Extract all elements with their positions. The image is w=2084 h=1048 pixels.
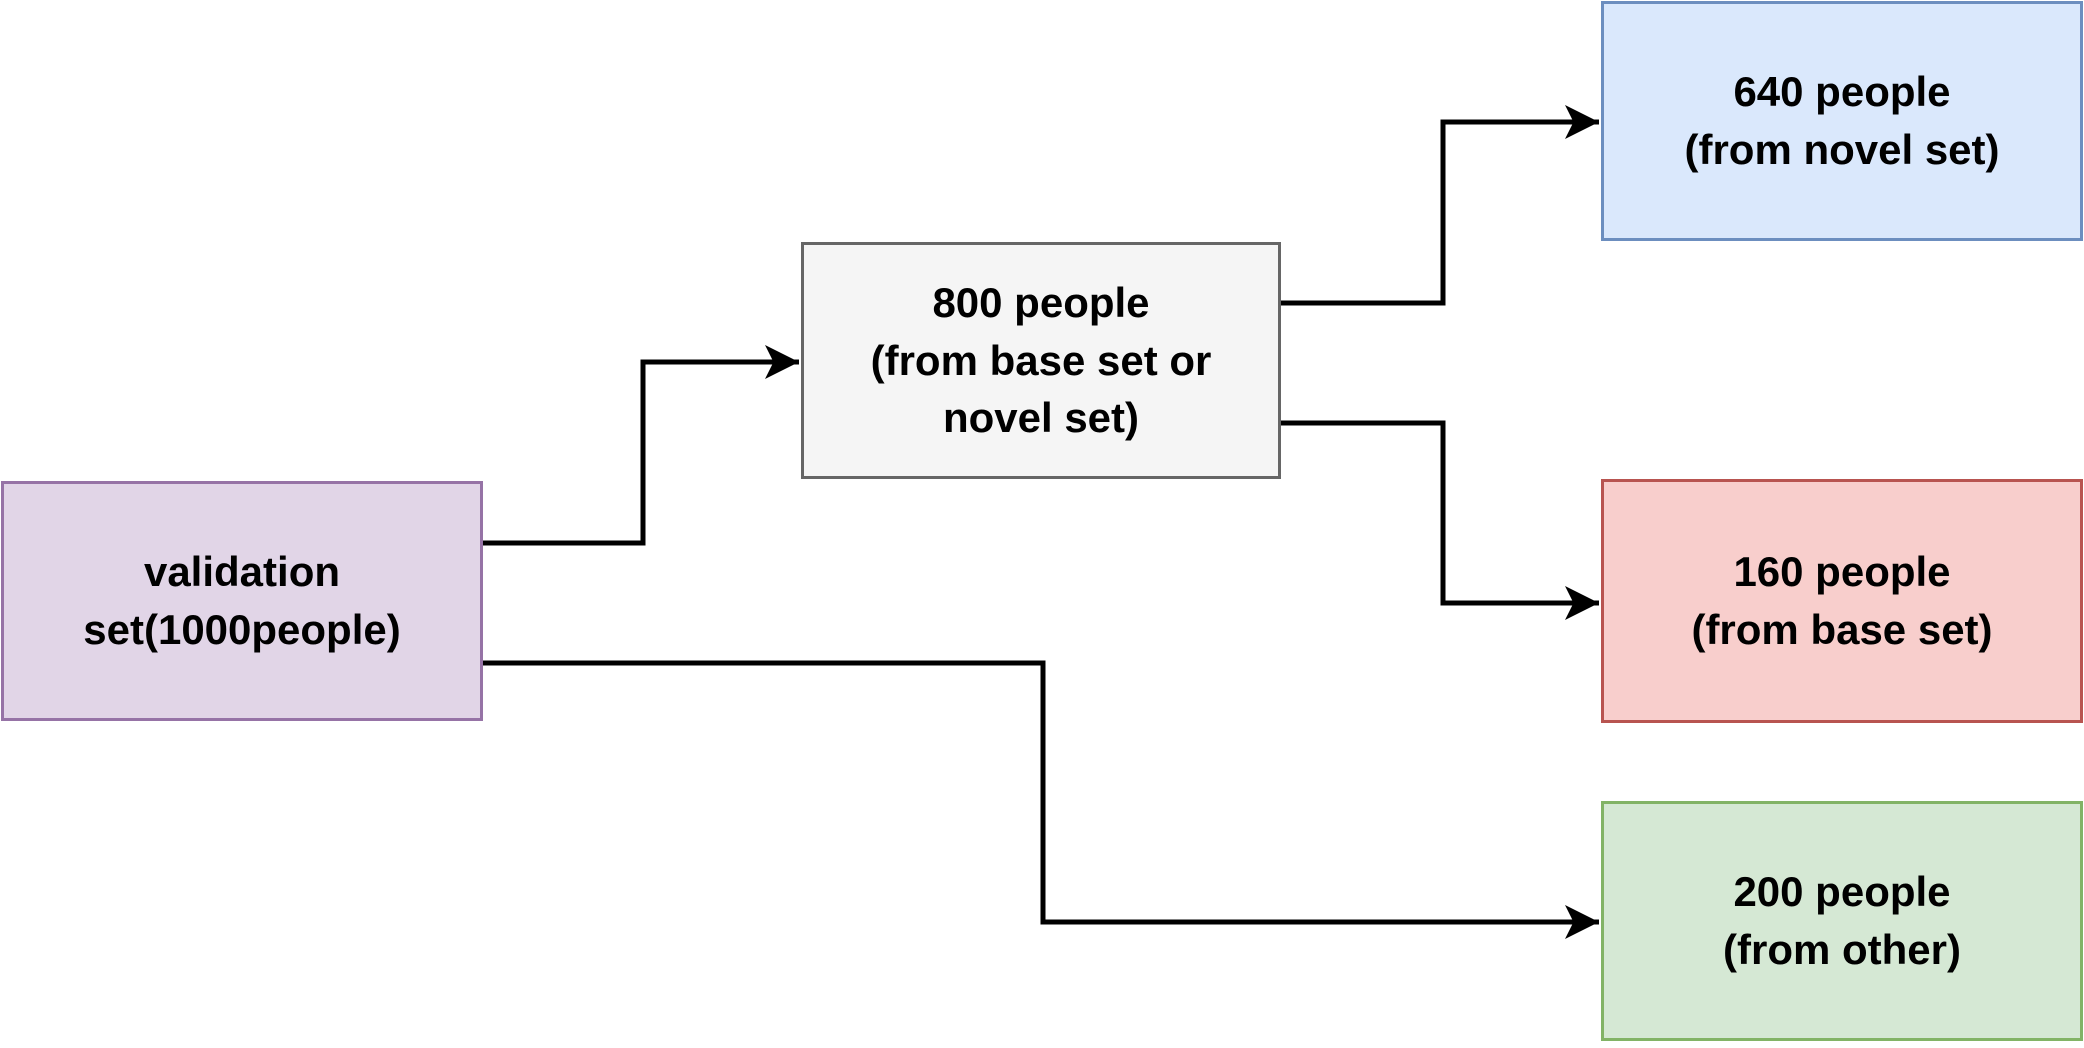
edge-800-to-160: [1281, 420, 1599, 620]
edge-800-to-640: [1281, 105, 1599, 306]
node-800-people-label: 800 people (from base set or novel set): [870, 278, 1212, 442]
edge-validation-to-200: [483, 660, 1599, 939]
node-160-people-label: 160 people (from base set): [1691, 548, 1993, 653]
node-validation-set: validation set(1000people): [1, 481, 483, 721]
node-800-people: 800 people (from base set or novel set): [801, 242, 1281, 479]
edge-validation-to-800: [483, 345, 799, 546]
node-640-people-label: 640 people (from novel set): [1684, 68, 2000, 173]
node-200-people: 200 people (from other): [1601, 801, 2083, 1041]
node-validation-set-label: validation set(1000people): [83, 548, 401, 653]
node-200-people-label: 200 people (from other): [1723, 868, 1961, 973]
node-640-people: 640 people (from novel set): [1601, 1, 2083, 241]
node-160-people: 160 people (from base set): [1601, 479, 2083, 723]
